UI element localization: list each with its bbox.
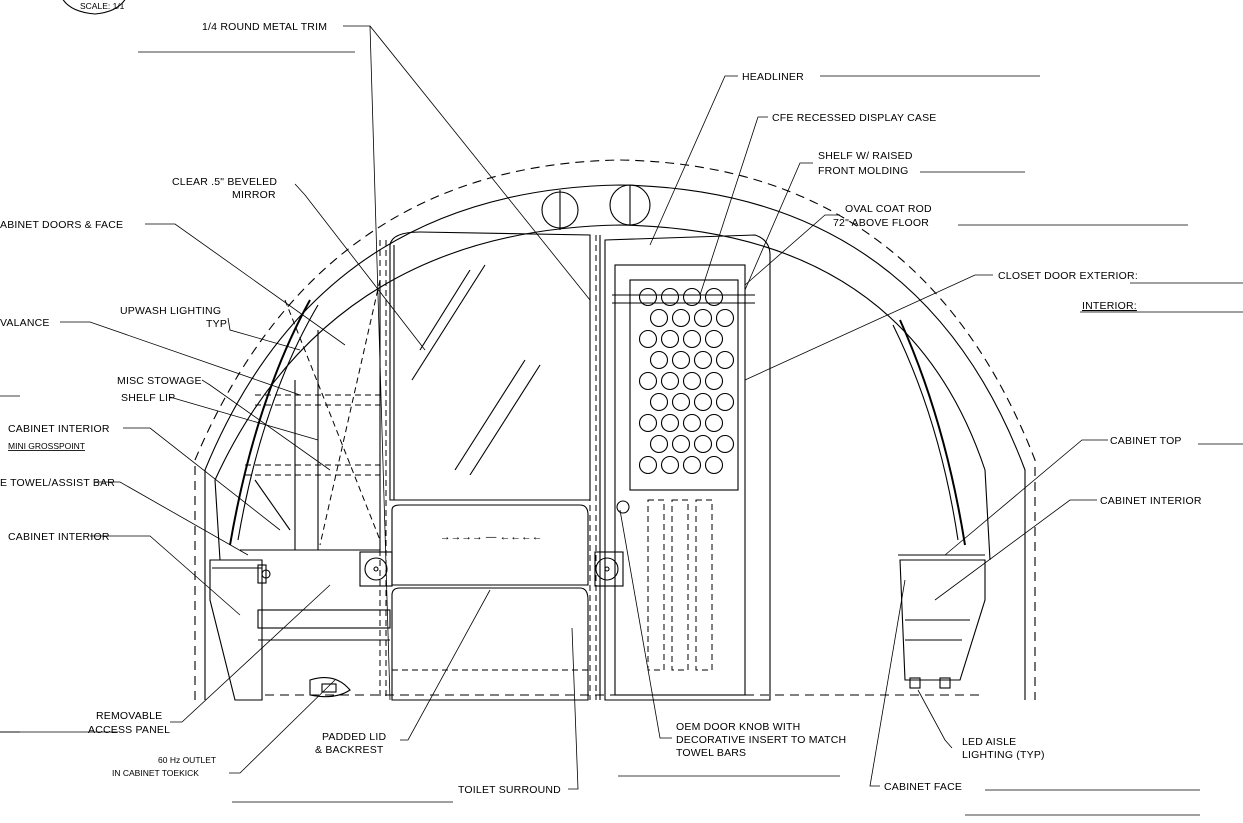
outlet: [309, 677, 351, 698]
label-oem-knob-1: OEM DOOR KNOB WITH: [676, 721, 800, 733]
display-case-dot: [660, 371, 680, 391]
display-case-dot: [682, 455, 702, 475]
label-outlet-2: IN CABINET TOEKICK: [112, 768, 199, 778]
paper-holders: [359, 551, 624, 587]
frame-members: [379, 235, 601, 700]
label-upwash-lighting-2: TYP: [206, 318, 227, 330]
display-case-dot: [704, 371, 724, 391]
display-case-dot: [649, 350, 669, 370]
label-padded-lid-2: & BACKREST: [315, 744, 384, 756]
display-case-dot: [649, 392, 669, 412]
label-shelf-raised-1: SHELF W/ RAISED: [818, 150, 913, 162]
labels: 1/4 ROUND METAL TRIM HEADLINER CFE RECES…: [0, 21, 1202, 796]
label-shelf-raised-2: FRONT MOLDING: [818, 165, 909, 177]
label-clear-mirror-2: MIRROR: [232, 189, 276, 201]
right-cabinet: [898, 554, 986, 689]
display-case-dot: [682, 371, 702, 391]
display-case-dot: [715, 308, 735, 328]
display-case-dot: [638, 287, 658, 307]
label-towel-assist-bar: E TOWEL/ASSIST BAR: [0, 477, 115, 489]
label-closet-door-exterior: CLOSET DOOR EXTERIOR:: [998, 270, 1138, 282]
scale-badge: SCALE: 1/1: [62, 0, 126, 15]
label-clear-mirror-1: CLEAR .5" BEVELED: [172, 176, 277, 188]
label-toilet-surround: TOILET SURROUND: [458, 784, 561, 796]
display-case-dots: [638, 287, 735, 475]
display-case-dot: [682, 329, 702, 349]
label-mini-grosspoint: MINI GROSSPOINT: [8, 441, 85, 451]
scale-note: SCALE: 1/1: [80, 1, 125, 11]
label-cabinet-face: CABINET FACE: [884, 781, 962, 793]
display-case-dot: [671, 308, 691, 328]
display-case-dot: [704, 287, 724, 307]
closet-door: [604, 234, 771, 701]
label-padded-lid-1: PADDED LID: [322, 731, 386, 743]
label-cabinet-doors-face: ABINET DOORS & FACE: [0, 219, 123, 231]
label-cabinet-interior-left: CABINET INTERIOR: [8, 531, 110, 543]
display-case-dot: [638, 371, 658, 391]
display-case-dot: [660, 329, 680, 349]
label-headliner: HEADLINER: [742, 71, 804, 83]
display-case-dot: [638, 455, 658, 475]
display-case-dot: [693, 308, 713, 328]
display-case-dot: [704, 413, 724, 433]
backrest-stitch: →→→→ — ←←←←: [440, 531, 543, 543]
display-case-dot: [649, 308, 669, 328]
label-led-aisle-2: LIGHTING (TYP): [962, 749, 1045, 761]
label-removable-2: ACCESS PANEL: [88, 724, 170, 736]
mirror: [389, 231, 591, 501]
display-case-dot: [671, 350, 691, 370]
label-cfe-display-case: CFE RECESSED DISPLAY CASE: [772, 112, 937, 124]
display-case-dot: [660, 413, 680, 433]
display-case-dot: [638, 413, 658, 433]
label-interior: INTERIOR:: [1082, 300, 1137, 312]
label-oval-coat-rod-1: OVAL COAT ROD: [845, 203, 932, 215]
display-case-dot: [715, 392, 735, 412]
label-removable-1: REMOVABLE: [96, 710, 162, 722]
label-upwash-lighting-1: UPWASH LIGHTING: [120, 305, 221, 317]
label-led-aisle-1: LED AISLE: [962, 736, 1016, 748]
label-outlet-1: 60 Hz OUTLET: [158, 755, 216, 765]
towel-bars: [616, 499, 713, 671]
display-case-dot: [660, 455, 680, 475]
ceiling-lights: [541, 184, 651, 230]
display-case-dot: [715, 350, 735, 370]
label-misc-stowage: MISC STOWAGE: [117, 375, 202, 387]
label-cabinet-interior-right: CABINET INTERIOR: [1100, 495, 1202, 507]
display-case-dot: [660, 287, 680, 307]
label-round-metal-trim: 1/4 ROUND METAL TRIM: [202, 21, 327, 33]
display-case-dot: [693, 392, 713, 412]
display-case-dot: [638, 329, 658, 349]
display-case-dot: [693, 350, 713, 370]
display-case-dot: [671, 434, 691, 454]
display-case-dot: [704, 455, 724, 475]
display-case-dot: [649, 434, 669, 454]
label-valance: VALANCE: [0, 317, 50, 329]
display-case-dot: [671, 392, 691, 412]
toilet: →→→→ — ←←←←: [257, 504, 590, 701]
label-cabinet-interior-upper: CABINET INTERIOR: [8, 423, 110, 435]
display-case-dot: [682, 287, 702, 307]
label-oem-knob-2: DECORATIVE INSERT TO MATCH: [676, 734, 846, 746]
display-case-dot: [715, 434, 735, 454]
display-case-dot: [682, 413, 702, 433]
fuselage-outline: [194, 159, 1036, 700]
label-shelf-lip: SHELF LIP: [121, 392, 175, 404]
display-case-dot: [693, 434, 713, 454]
lower-left-cabinet: [209, 559, 271, 701]
display-case-dot: [704, 329, 724, 349]
label-oem-knob-3: TOWEL BARS: [676, 747, 746, 759]
leader-lines: [0, 25, 1243, 816]
label-cabinet-top: CABINET TOP: [1110, 435, 1182, 447]
label-oval-coat-rod-2: 72" ABOVE FLOOR: [833, 217, 929, 229]
